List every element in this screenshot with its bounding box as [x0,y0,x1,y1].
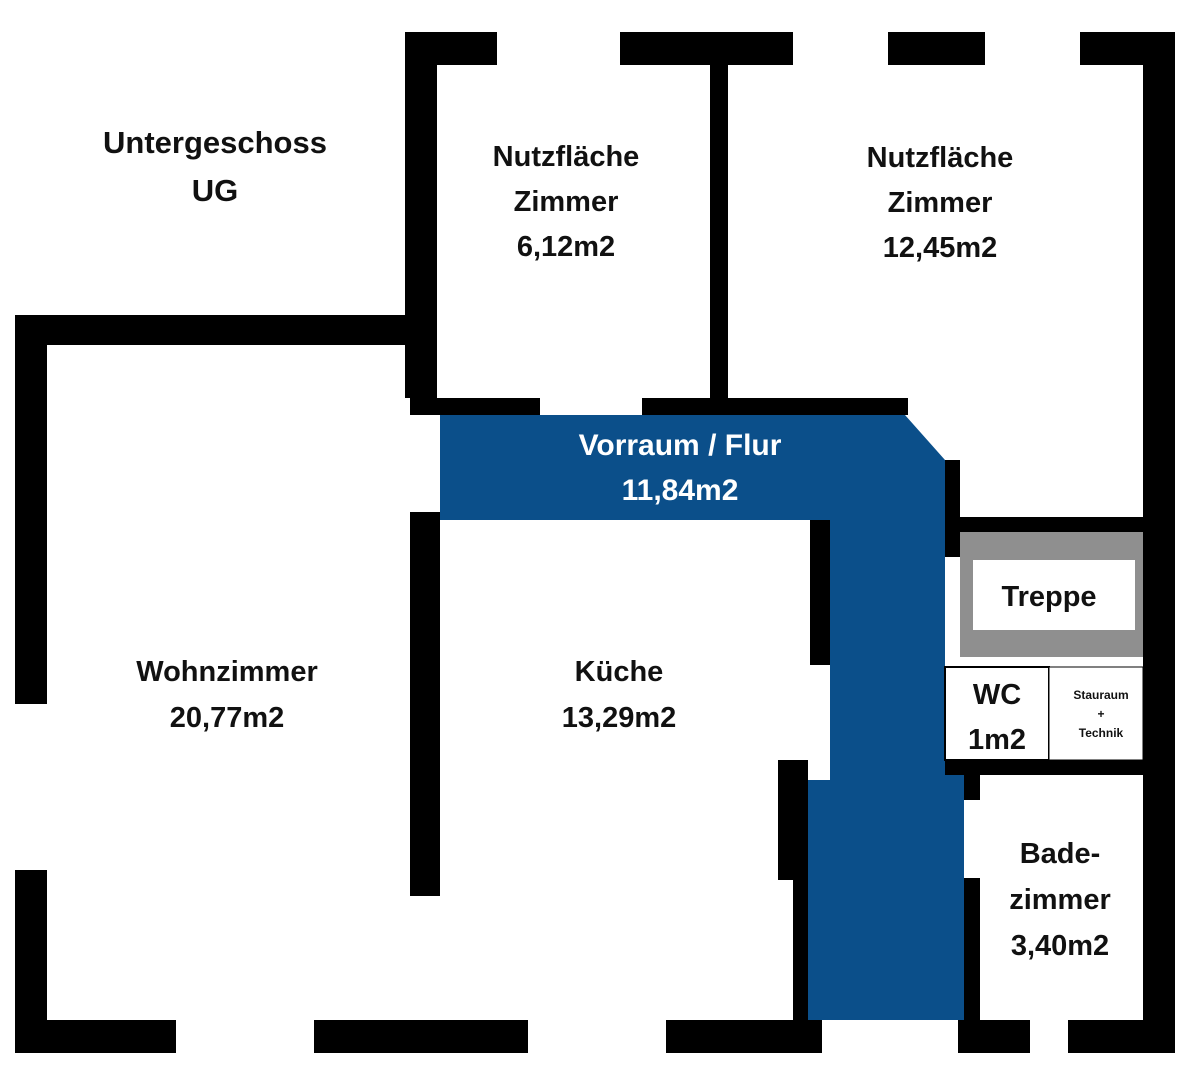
treppe-label: Treppe [1001,581,1096,613]
vorraum-area: 11,84m2 [622,474,739,507]
nutz-large-area: 12,45m2 [883,232,998,264]
nutz-small-area: 6,12m2 [517,231,615,263]
floor-label-line1: Untergeschoss [103,125,327,160]
vorraum-label: Vorraum / Flur [579,429,782,462]
nutz-small-label-line2: Zimmer [514,186,619,218]
stair-inner [973,560,1135,630]
stauraum-label-line2: + [1097,707,1104,721]
nutz-small-label-line1: Nutzfläche [493,141,640,173]
nutz-large-label-line2: Zimmer [888,187,993,219]
bad-label-line2: zimmer [1009,884,1111,916]
hallway-area [440,415,964,1020]
wc-room [944,666,1050,761]
kueche-label: Küche [575,656,664,688]
windows [15,32,1080,1053]
wohnzimmer-label: Wohnzimmer [136,656,318,688]
kueche-area: 13,29m2 [562,702,677,734]
wc-label: WC [973,679,1021,711]
stauraum-label-line1: Stauraum [1073,688,1128,702]
wc-area: 1m2 [968,724,1026,756]
bad-label-line1: Bade- [1020,838,1101,870]
nutz-large-label-line1: Nutzfläche [867,142,1014,174]
wohnzimmer-area: 20,77m2 [170,702,285,734]
floor-label-line2: UG [192,173,239,208]
stauraum-label-line3: Technik [1079,726,1124,740]
stauraum-room [1048,666,1144,761]
bad-area: 3,40m2 [1011,930,1109,962]
